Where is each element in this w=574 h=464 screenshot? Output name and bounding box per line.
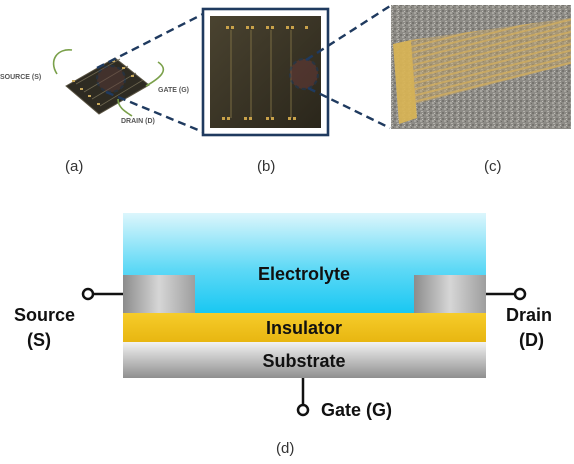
caption-c: (c) (484, 158, 502, 175)
source-abbr-d: (S) (27, 330, 51, 350)
panel-c (391, 5, 571, 129)
electrolyte-label: Electrolyte (258, 264, 350, 284)
chip-a-pad (88, 95, 91, 97)
source-label-d: Source (14, 305, 75, 325)
caption-a: (a) (65, 158, 83, 175)
drain-label-a: DRAIN (D) (121, 118, 155, 125)
source-label-a: SOURCE (S) (0, 74, 41, 81)
caption-b: (b) (257, 158, 275, 175)
source-electrode (123, 275, 195, 314)
substrate-label: Substrate (262, 351, 345, 371)
zoom-connector (97, 14, 203, 68)
source-terminal-icon (83, 289, 93, 299)
source-wire (54, 50, 72, 74)
chip-a-pad (131, 75, 134, 77)
chip-a-pad (80, 88, 83, 90)
drain-terminal-icon (515, 289, 525, 299)
drain-label-d: Drain (506, 305, 552, 325)
gate-label-d: Gate (G) (321, 400, 392, 420)
zoom-connector (106, 92, 203, 132)
chip-b-zoom-spot (290, 59, 318, 89)
chip-a-pad (97, 103, 100, 105)
chip-a-pad (122, 67, 125, 69)
drain-electrode (414, 275, 486, 314)
insulator-label: Insulator (266, 318, 342, 338)
gate-wire (146, 62, 163, 86)
gate-label-a: GATE (G) (158, 87, 189, 94)
chip-a-zoom-spot (97, 66, 125, 92)
caption-d: (d) (276, 440, 294, 457)
panel-b (203, 9, 328, 135)
chip-a-pad (72, 80, 75, 82)
panel-d: Electrolyte Insulator Substrate Source (… (14, 213, 552, 420)
gate-terminal-icon (298, 405, 308, 415)
drain-abbr-d: (D) (519, 330, 544, 350)
